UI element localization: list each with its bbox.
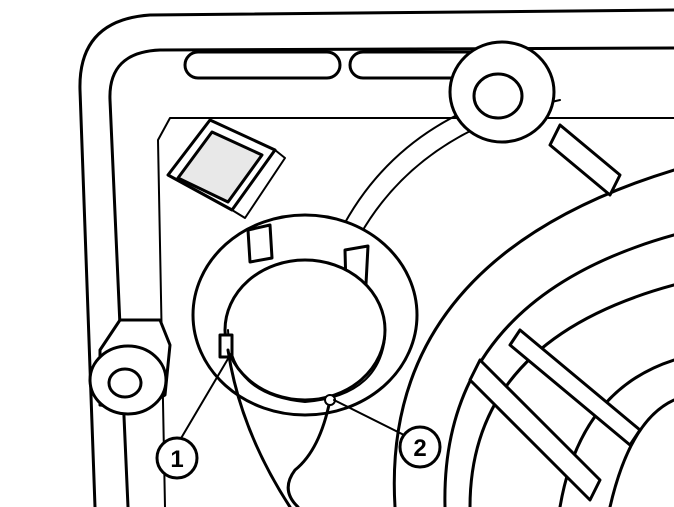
wires — [226, 348, 336, 507]
callout-2-label: 2 — [413, 435, 426, 462]
spokes — [468, 123, 642, 502]
mounting-boss-left — [88, 318, 172, 416]
top-slots — [183, 50, 512, 80]
callout-1: 1 — [155, 436, 199, 480]
battery-cell — [218, 258, 387, 403]
corner-clip — [166, 118, 286, 219]
callout-leaders — [179, 351, 411, 441]
callout-1-label: 1 — [170, 446, 183, 473]
callout-2: 2 — [398, 425, 442, 469]
mounting-boss-top — [448, 40, 556, 144]
